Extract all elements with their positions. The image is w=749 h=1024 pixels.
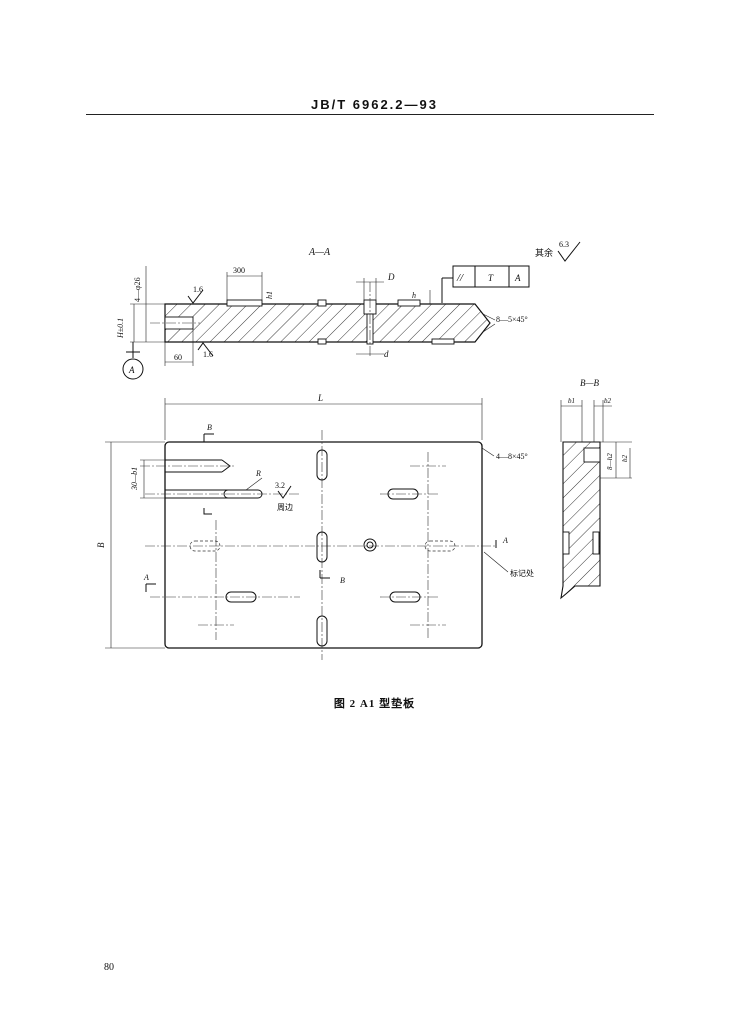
tolerance-symbol: // [456,272,464,284]
dim-h1: h1 [265,291,274,299]
roughness-32: 3.2 [275,481,285,490]
roughness-symbol-icon [557,241,581,262]
top-slot-recess-2 [317,299,327,307]
periphery-label: 周边 [277,502,293,512]
section-a-a-view: A—A 其余 6.3 300 h1 H±0.1 4—φ26 1 [116,240,581,380]
roughness-bottom-icon [197,342,214,357]
bottom-slot-recess [317,338,327,345]
slot-vertical-top [316,449,328,481]
figure-caption: 图 2 A1 型垫板 [333,698,416,710]
slot-vertical-middle [316,531,328,563]
geometric-tolerance-frame: // T A [442,265,530,288]
page-number: 80 [104,962,114,973]
dim-b: B [96,542,106,548]
section-a-marker-left: A [143,573,149,582]
dim-d-upper: D [387,272,395,282]
section-a-marker-right: A [502,536,508,545]
dim-4-phi26: 4—φ26 [133,277,142,302]
slot-hidden-right [424,540,456,552]
slot-horizontal-left-bottom [225,591,257,603]
top-slot-recess [226,299,263,307]
bottom-slot-recess-2 [431,338,455,345]
section-b-marker-top: B [207,423,212,432]
dim-60: 60 [174,353,182,362]
slot-vertical-bottom [316,615,328,647]
roughness-bottom: 1.6 [203,350,213,359]
plate-section-body [164,303,491,343]
section-b-b-slot [562,531,570,555]
dim-8-h2: 8—h2 [606,453,614,470]
roughness-top-icon [187,289,204,304]
dim-d-lower: d [384,349,389,359]
dim-b2-upper: b2 [604,397,612,405]
surface-remaining-label: 其余 [535,247,553,258]
side-hole-upper [140,459,236,473]
slot-horizontal-right-bottom [389,591,421,603]
central-hole-inner [366,541,374,549]
tolerance-value: T [488,273,494,283]
dim-b2-side: b2 [621,455,629,463]
datum-a: A [128,365,135,375]
slot-hidden-left [189,540,221,552]
section-b-b-label: B—B [580,378,600,388]
slot-horizontal-right-top [387,488,419,500]
chamfer-4-8x45: 4—8×45° [496,452,528,461]
section-b-marker-mid: B [340,576,345,585]
roughness-top: 1.6 [193,285,203,294]
dim-30-b1: 30—b1 [130,467,139,491]
dim-b1-upper: b1 [568,397,575,405]
surface-remaining-value: 6.3 [559,240,569,249]
central-hole-outer [363,538,377,552]
section-a-a-label: A—A [308,247,331,258]
dim-l: L [317,393,323,403]
document-header: JB/T 6962.2—93 [310,97,438,112]
top-slot-recess-3 [397,299,421,307]
side-hole-middle [165,489,263,499]
datum-a-circle [122,358,144,380]
section-b-b-hole [583,447,601,463]
section-b-b-view: B—B b1 b2 8—h2 b2 [560,378,632,600]
chamfer-8-5x45: 8—5×45° [496,315,528,324]
plate-outline [164,441,483,649]
tolerance-datum: A [514,273,521,283]
dim-300: 300 [233,266,245,275]
roughness-32-icon [277,485,292,499]
dim-h: h [412,291,416,300]
dim-h-tolerance: H±0.1 [116,318,125,339]
plan-view: L B [96,393,534,660]
dim-r: R [255,469,261,478]
section-b-b-body [560,441,601,600]
header-rule [86,114,654,115]
section-b-b-slot-2 [592,531,600,555]
mark-location: 标记处 [510,568,534,578]
